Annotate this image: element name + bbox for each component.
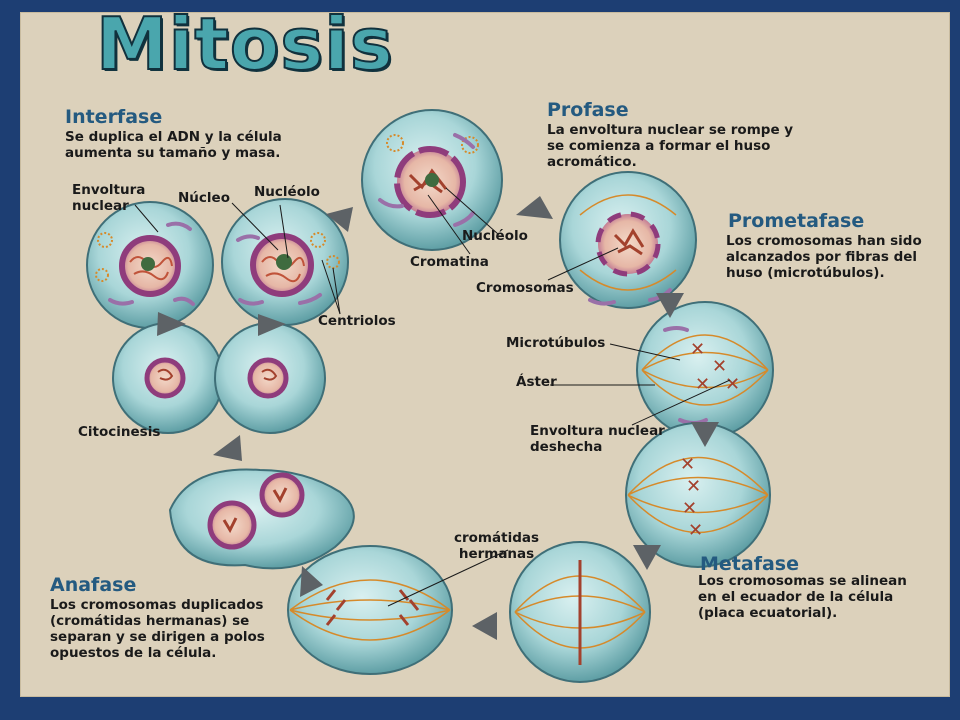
label-aster: Áster <box>516 374 557 390</box>
label-cromosomas: Cromosomas <box>476 280 574 296</box>
label-microtubulos: Microtúbulos <box>506 335 606 351</box>
arrow-to-citocinesis <box>213 435 242 461</box>
cycle-arrows <box>157 196 719 640</box>
arrow-to-interfase-1 <box>157 312 186 336</box>
label-nucleo: Núcleo <box>178 190 230 206</box>
prometafase-cell <box>559 171 697 309</box>
interfase-cell-2 <box>221 198 349 326</box>
arrow-to-interfase-2 <box>258 314 286 336</box>
interfase-description: Se duplica el ADN y la célula aumenta su… <box>65 129 282 161</box>
anafase-description: Los cromosomas duplicados (cromátidas he… <box>50 597 265 661</box>
svg-text:✕: ✕ <box>725 374 740 395</box>
prometafase-heading: Prometafase <box>728 210 865 232</box>
citocinesis-cells <box>112 322 326 434</box>
page-title: Mitosis <box>95 1 394 87</box>
label-envoltura-deshecha: Envoltura nuclear deshecha <box>530 423 665 455</box>
prometafase-description: Los cromosomas han sido alcanzados por f… <box>726 233 922 281</box>
arrow-to-anafase <box>472 612 497 640</box>
arrow-to-telofase <box>300 566 323 597</box>
label-cromatina: Cromatina <box>410 254 489 270</box>
interfase-heading: Interfase <box>65 106 163 128</box>
anafase-early-cell <box>509 541 651 683</box>
svg-text:✕: ✕ <box>690 339 705 360</box>
anafase-heading: Anafase <box>50 574 137 596</box>
leader-lines <box>134 187 731 607</box>
interfase-cell-1 <box>86 201 214 329</box>
label-envoltura-nuclear: Envoltura nuclear <box>72 182 146 214</box>
prometafase-spindle-cell: ✕ ✕ ✕ ✕ <box>636 301 774 439</box>
svg-text:✕: ✕ <box>688 520 703 541</box>
svg-text:✕: ✕ <box>686 476 701 497</box>
svg-text:✕: ✕ <box>695 374 710 395</box>
profase-description: La envoltura nuclear se rompe y se comie… <box>547 122 794 170</box>
label-centriolos: Centriolos <box>318 313 396 329</box>
metafase-description: Los cromosomas se alinean en el ecuador … <box>698 573 907 621</box>
metafase-heading: Metafase <box>700 553 799 575</box>
arrow-to-metafase <box>691 422 719 447</box>
label-nucleolo-interfase: Nucléolo <box>254 184 320 200</box>
profase-heading: Profase <box>547 99 629 121</box>
svg-text:✕: ✕ <box>680 454 695 475</box>
profase-cell <box>361 109 503 251</box>
arrow-to-profase <box>326 207 353 232</box>
svg-text:✕: ✕ <box>712 356 727 377</box>
arrow-to-spindle <box>656 293 684 318</box>
arrow-to-metafase-bottom <box>633 545 661 570</box>
arrow-to-prometafase <box>516 196 553 219</box>
telofase-cell <box>168 468 355 570</box>
svg-text:✕: ✕ <box>682 498 697 519</box>
anafase-cell <box>287 545 453 675</box>
label-cromatidas-hermanas: cromátidas hermanas <box>454 530 540 562</box>
label-nucleolo-profase: Nucléolo <box>462 228 528 244</box>
label-citocinesis: Citocinesis <box>78 424 161 440</box>
